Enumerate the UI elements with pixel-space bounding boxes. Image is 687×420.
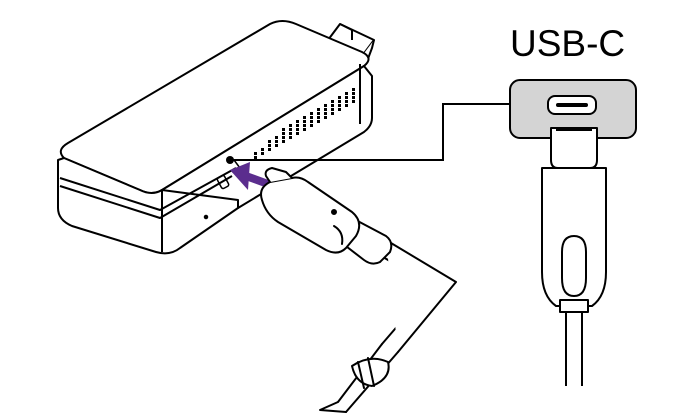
- plug-metal-tip: [550, 127, 598, 169]
- plug-cable: [565, 312, 583, 386]
- plug-grip-groove: [561, 235, 587, 297]
- device-right-side: [161, 65, 373, 209]
- usb-c-label: USB-C: [510, 23, 625, 64]
- callout-dot: [226, 156, 234, 164]
- plug-cable-collar: [559, 299, 589, 313]
- device-vents: [254, 88, 355, 159]
- callout-leader-line: [230, 103, 514, 161]
- vertical-usb-c-plug: [541, 127, 607, 386]
- insertion-arrow: [230, 162, 270, 190]
- cable-wire: [319, 239, 457, 413]
- cable-connector-housing: [260, 176, 361, 254]
- angled-usb-c-cable: [260, 167, 457, 413]
- cable-plug-tip: [264, 167, 293, 183]
- streaming-stick-device: [57, 20, 375, 255]
